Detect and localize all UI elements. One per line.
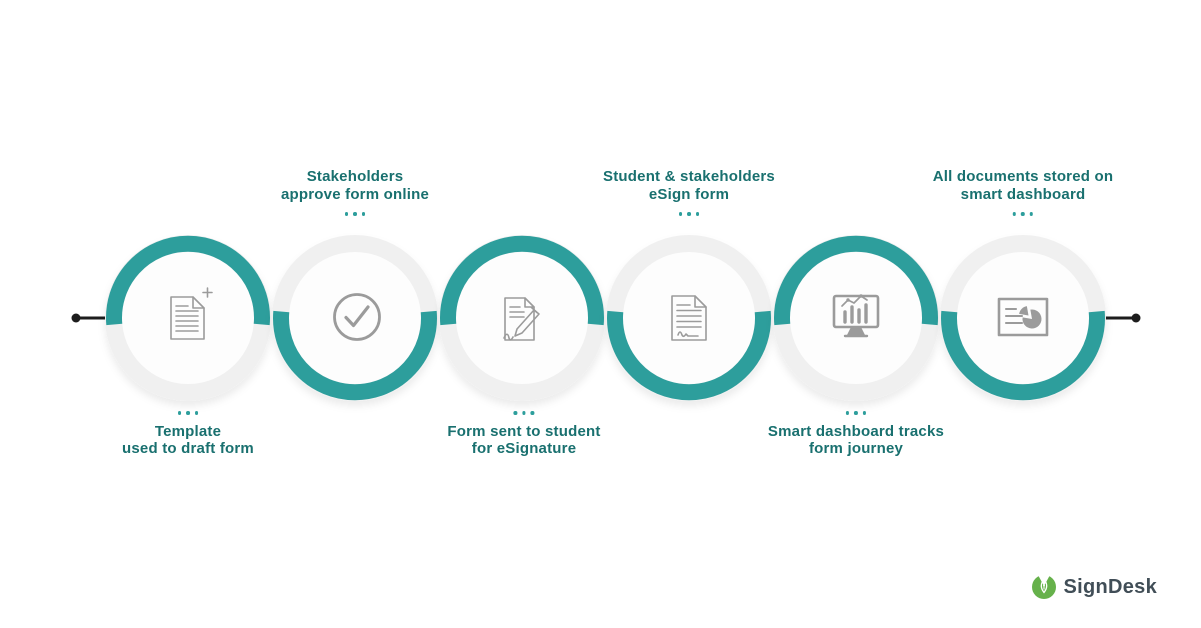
step-arc (774, 235, 938, 326)
start-dot (71, 313, 81, 323)
document-add-icon (170, 287, 213, 340)
step-arc (440, 235, 604, 326)
ellipsis-dots (768, 411, 944, 415)
step-arc (273, 310, 437, 401)
end-dot (1131, 313, 1141, 323)
step-label-line: All documents stored on (932, 168, 1114, 185)
step-inner-circle (790, 252, 922, 384)
ellipsis-dots (447, 411, 600, 415)
step-2-circle (272, 235, 438, 401)
check-circle-icon (333, 293, 381, 341)
step-label-line: Form sent to student (447, 422, 601, 440)
step-arc (106, 235, 270, 326)
step-label-line: Stakeholders (306, 168, 404, 185)
ellipsis-dots (122, 411, 254, 415)
step-2-label: Stakeholders approve form online (281, 168, 429, 216)
signdesk-pen-nib-icon (1032, 574, 1057, 599)
dashboard-pie-icon (997, 297, 1049, 337)
step-label-line: eSign form (648, 185, 730, 203)
step-inner-circle (456, 252, 588, 384)
end-connector (1100, 313, 1141, 323)
ellipsis-dots (281, 212, 429, 216)
document-sign-pencil-icon (503, 297, 540, 341)
ellipsis-dots (603, 212, 775, 216)
step-inner-circle (623, 252, 755, 384)
step-inner-circle (289, 252, 421, 384)
step-label-line: Smart dashboard tracks (767, 422, 945, 440)
step-arc (941, 310, 1105, 401)
start-connector (71, 313, 112, 323)
step-3-circle (439, 235, 605, 401)
step-label-line: Template (154, 422, 222, 440)
step-label-line: Student & stakeholders (603, 168, 775, 185)
monitor-analytics-icon (832, 294, 880, 338)
step-1-circle (105, 235, 271, 401)
step-6-circle (940, 235, 1106, 401)
step-arc (607, 310, 771, 401)
step-inner-circle (122, 252, 254, 384)
step-label-line: form journey (808, 440, 904, 457)
signdesk-logo: SignDesk (1031, 574, 1157, 600)
step-5-circle (773, 235, 939, 401)
logo-text: SignDesk (1063, 575, 1157, 598)
step-4-label: Student & stakeholders eSign form (603, 168, 775, 216)
step-4-circle (606, 235, 772, 401)
step-label-line: used to draft form (122, 440, 254, 457)
document-signed-icon (671, 295, 707, 341)
step-5-label: Smart dashboard tracks form journey (768, 411, 944, 458)
step-label-line: approve form online (281, 185, 429, 203)
step-1-label: Template used to draft form (122, 411, 254, 458)
step-label-line: smart dashboard (960, 185, 1086, 203)
step-6-label: All documents stored on smart dashboard (933, 168, 1113, 216)
ellipsis-dots (933, 212, 1113, 216)
step-label-line: for eSignature (471, 440, 577, 457)
step-3-label: Form sent to student for eSignature (447, 411, 600, 458)
